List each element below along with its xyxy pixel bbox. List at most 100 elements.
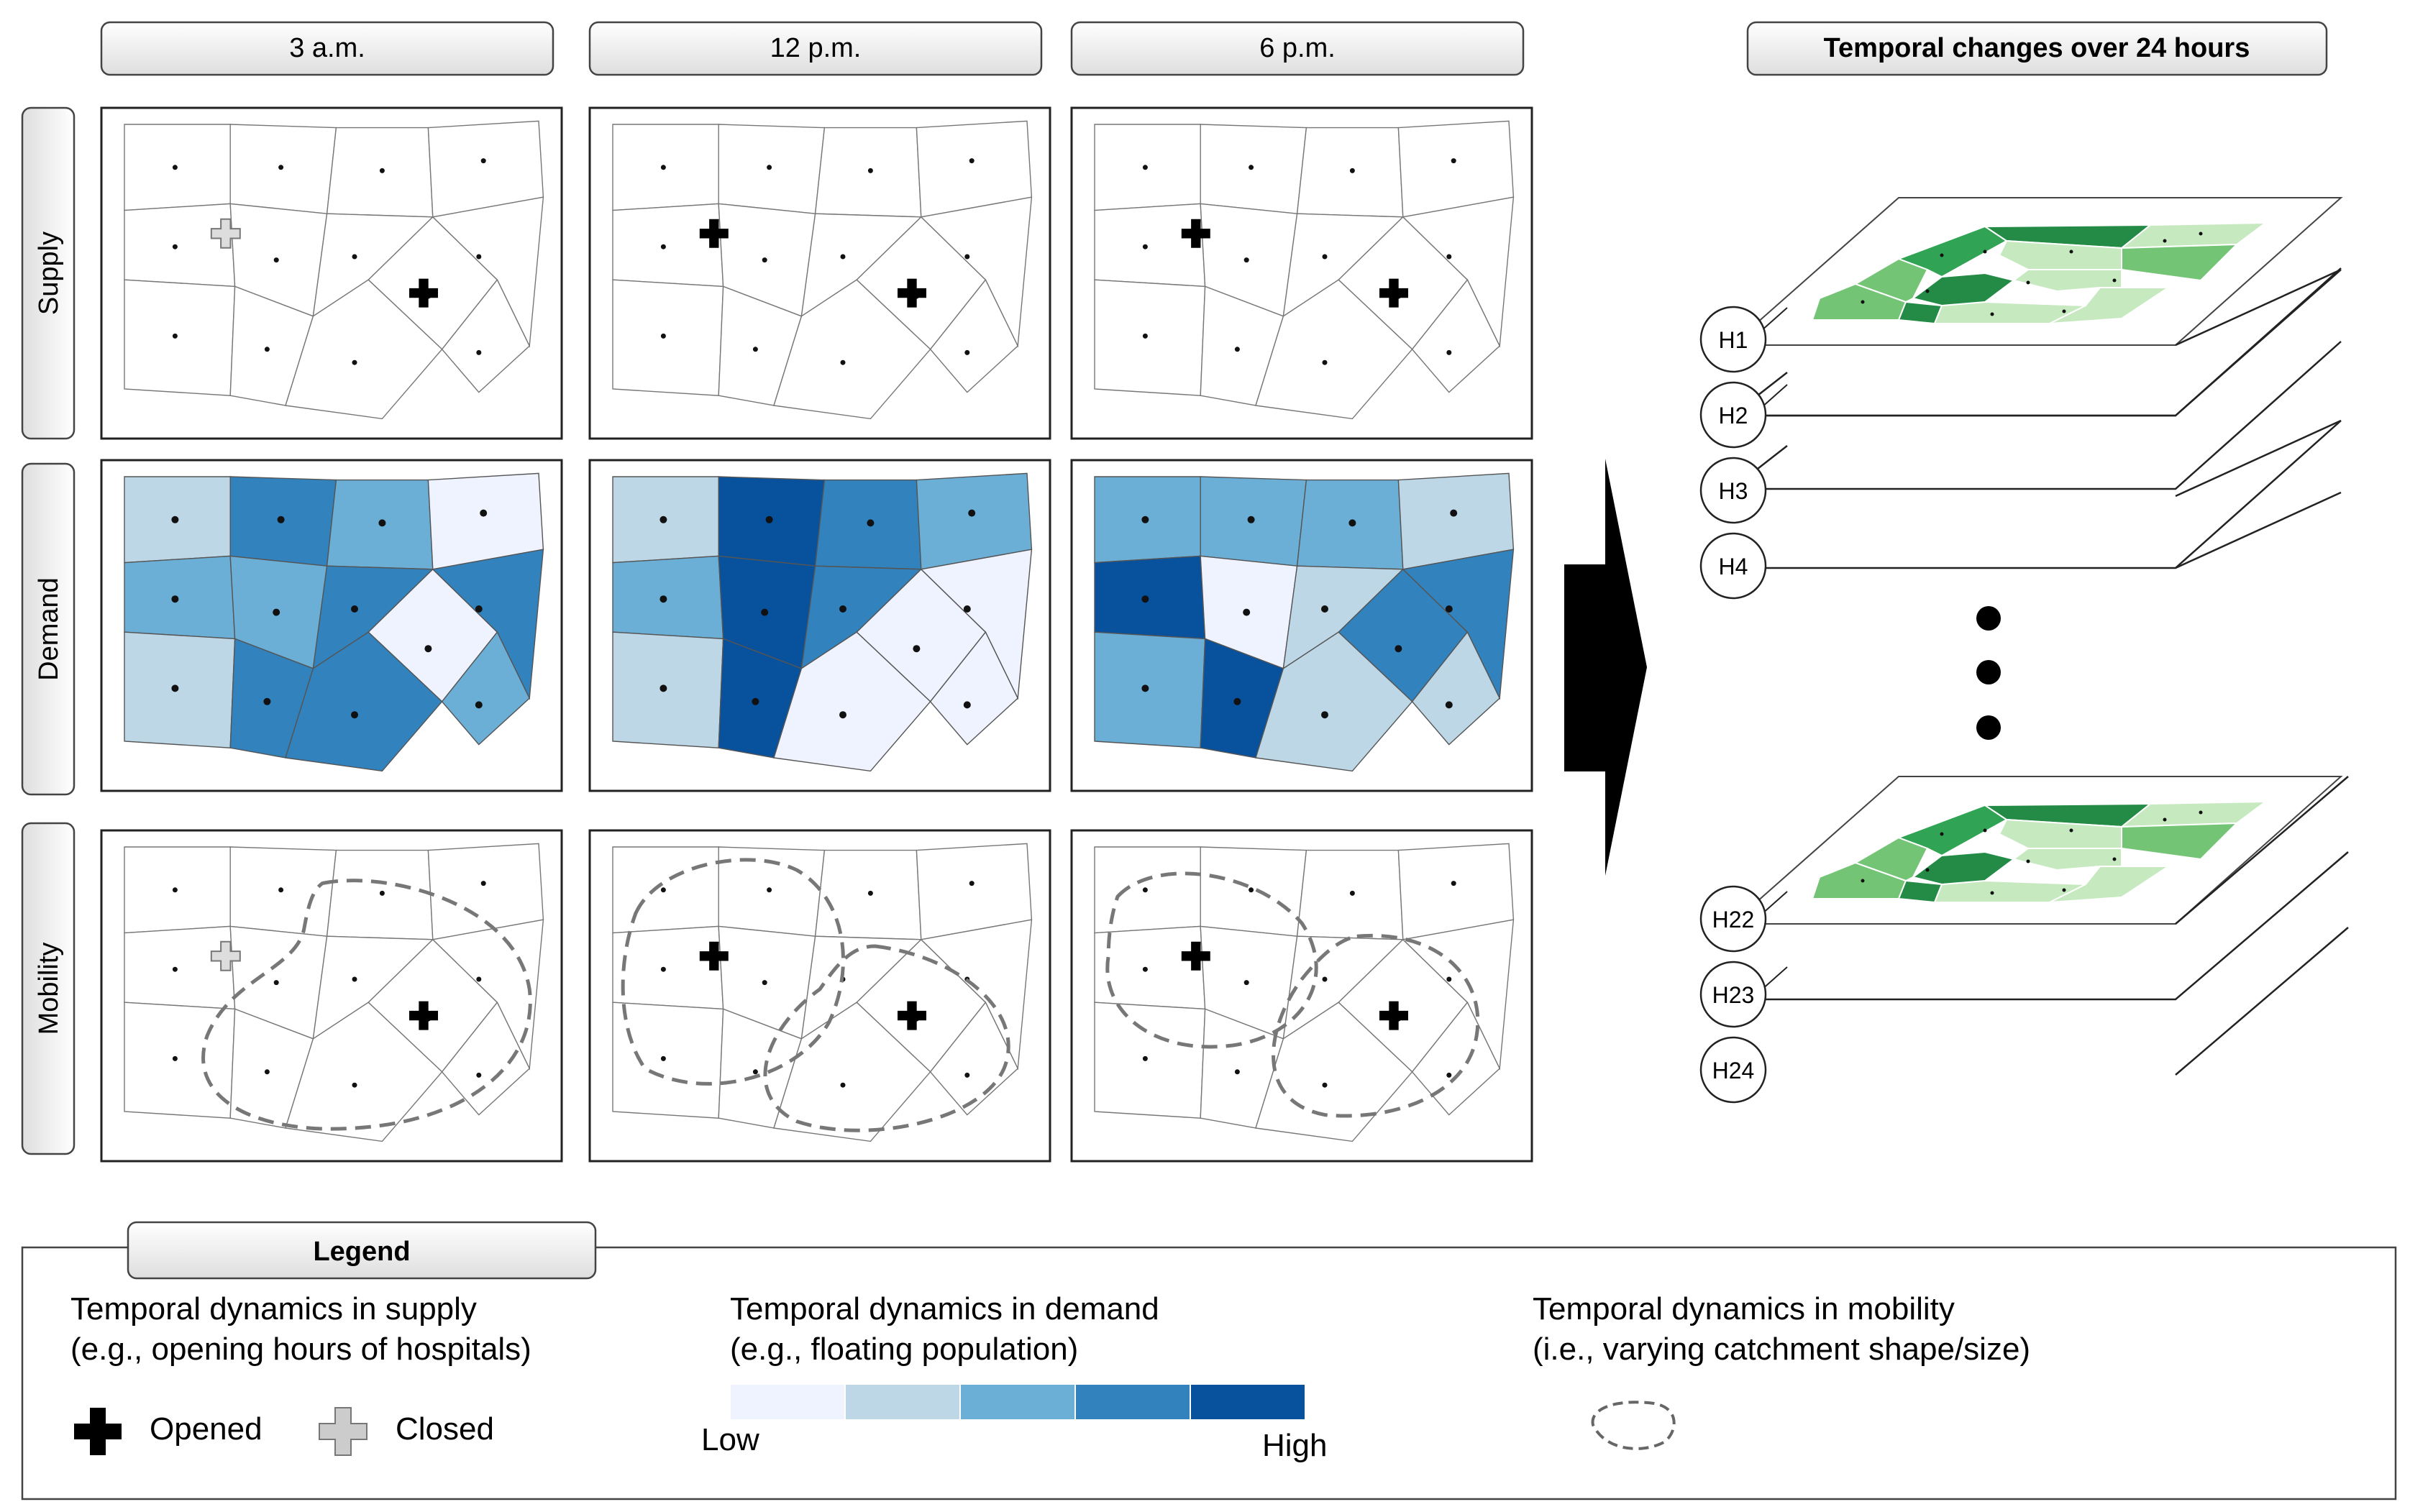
- panel-supply-0: [100, 106, 563, 440]
- row-header-supply: Supply: [21, 106, 76, 440]
- region-centroid: [352, 254, 357, 260]
- region-centroid: [1142, 887, 1148, 893]
- region-centroid: [273, 257, 279, 263]
- region-centroid: [264, 1069, 270, 1075]
- legend-opened-label: Opened: [150, 1411, 263, 1447]
- opened-hospital-icon: [1379, 1001, 1409, 1030]
- region-centroid: [264, 347, 270, 352]
- column-header-6pm: 6 p.m.: [1070, 21, 1525, 76]
- hour-badge: H2: [1699, 381, 1767, 449]
- hour-badge: H24: [1699, 1036, 1767, 1104]
- region-centroid: [172, 1055, 178, 1061]
- catchment-dashed-icon: [1591, 1401, 1676, 1450]
- region-centroid: [762, 257, 767, 263]
- region-polygon: [929, 1001, 1019, 1116]
- region-centroid: [273, 980, 279, 986]
- panel-demand-0: [100, 459, 563, 792]
- region-polygon: [285, 631, 443, 772]
- region-centroid: [767, 165, 772, 170]
- region-centroid: [867, 519, 875, 527]
- legend-supply-sub: (e.g., opening hours of hospitals): [70, 1332, 531, 1367]
- accessibility-cell: [1911, 851, 2016, 886]
- column-label-3am: 3 a.m.: [289, 33, 365, 63]
- region-centroid: [660, 333, 666, 339]
- region-centroid: [379, 168, 385, 173]
- region-centroid: [378, 519, 386, 527]
- region-centroid: [1141, 516, 1149, 523]
- region-polygon: [929, 631, 1019, 746]
- region-polygon: [612, 279, 724, 396]
- region-centroid: [839, 711, 846, 719]
- ramp-swatch: [729, 1383, 846, 1421]
- region-centroid: [1446, 1072, 1452, 1078]
- region-centroid: [968, 509, 976, 517]
- hour-label: H23: [1712, 982, 1755, 1008]
- opened-hospital-icon: [898, 1001, 927, 1030]
- region-centroid: [1142, 333, 1148, 339]
- accessibility-cell: [2049, 287, 2171, 324]
- cell-centroid: [2069, 828, 2073, 833]
- cell-centroid: [2062, 888, 2066, 892]
- region-polygon: [612, 1002, 724, 1119]
- region-centroid: [1445, 701, 1453, 709]
- region-centroid: [171, 684, 179, 692]
- region-centroid: [1321, 711, 1328, 719]
- region-centroid: [172, 244, 178, 249]
- opened-hospital-icon: [699, 219, 729, 248]
- region-centroid: [1249, 165, 1254, 170]
- region-centroid: [1348, 519, 1356, 527]
- cell-centroid: [1861, 879, 1865, 883]
- region-polygon: [441, 631, 531, 746]
- legend-supply-title: Temporal dynamics in supply: [70, 1291, 477, 1327]
- region-centroid: [278, 887, 284, 893]
- region-centroid: [379, 890, 385, 896]
- region-polygon: [124, 203, 236, 288]
- region-centroid: [765, 516, 773, 523]
- region-polygon: [1296, 127, 1404, 218]
- region-centroid: [1142, 244, 1148, 249]
- region-polygon: [124, 555, 236, 640]
- region-centroid: [752, 347, 758, 352]
- region-centroid: [840, 254, 846, 260]
- region-centroid: [660, 966, 666, 972]
- region-polygon: [773, 631, 931, 772]
- cell-centroid: [1925, 868, 1930, 872]
- region-centroid: [1234, 1069, 1240, 1075]
- accessibility-cell: [1853, 257, 1929, 303]
- region-centroid: [475, 701, 483, 709]
- region-centroid: [1243, 608, 1251, 616]
- region-centroid: [1243, 257, 1249, 263]
- region-centroid: [840, 359, 846, 365]
- region-centroid: [351, 711, 358, 719]
- column-header-3am: 3 a.m.: [100, 21, 554, 76]
- column-label-12pm: 12 p.m.: [770, 33, 862, 63]
- hour-label: H3: [1719, 478, 1748, 504]
- opened-hospital-icon: [1379, 278, 1409, 308]
- panel-grid: [100, 106, 1533, 1163]
- hour-badge: H23: [1699, 961, 1767, 1028]
- panel-mobility-1: [588, 829, 1051, 1163]
- cell-centroid: [1925, 289, 1930, 293]
- region-polygon: [1094, 203, 1206, 288]
- cell-centroid: [1940, 253, 1944, 257]
- region-centroid: [352, 976, 357, 982]
- region-centroid: [660, 887, 666, 893]
- region-centroid: [1142, 1055, 1148, 1061]
- cell-centroid: [2026, 280, 2030, 285]
- right-title: Temporal changes over 24 hours: [1824, 33, 2250, 63]
- row-label-demand: Demand: [34, 577, 64, 681]
- panel-mobility-0: [100, 829, 563, 1163]
- region-centroid: [1445, 605, 1453, 613]
- region-centroid: [476, 349, 482, 355]
- ramp-swatch: [844, 1383, 961, 1421]
- cell-centroid: [2026, 859, 2030, 863]
- region-centroid: [171, 595, 179, 603]
- panel-supply-2: [1070, 106, 1533, 440]
- accessibility-cell: [1998, 818, 2122, 849]
- region-polygon: [814, 127, 922, 218]
- region-polygon: [929, 278, 1019, 393]
- catchment-outline: [763, 944, 1010, 1132]
- region-centroid: [475, 605, 483, 613]
- row-label-mobility: Mobility: [34, 943, 64, 1035]
